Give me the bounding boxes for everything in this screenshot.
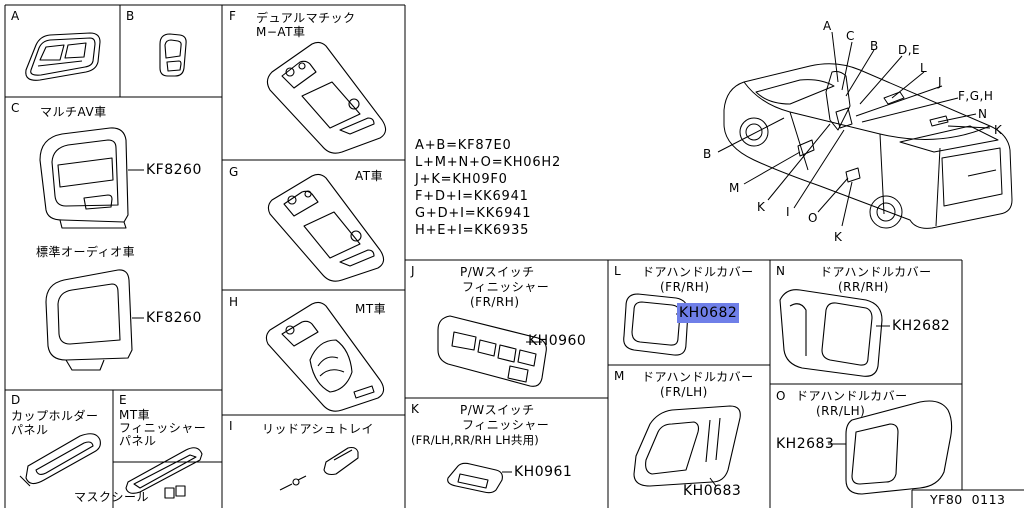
panel-d-title-2: パネル	[11, 423, 49, 437]
set-formula-1: A+B=KF87E0	[415, 138, 512, 153]
panel-letter-o: O	[776, 389, 786, 403]
part-b-small-vent	[159, 33, 187, 77]
set-formula-6: H+E+I=KK6935	[415, 223, 530, 238]
panel-m-title-2: (FR/LH)	[660, 385, 708, 399]
panel-i-title: リッドアシュトレイ	[262, 422, 375, 436]
diagram-reference: YF80 0113	[930, 492, 1006, 507]
car-callout-c: C	[846, 29, 855, 43]
part-i-ashtray-lid	[279, 446, 359, 491]
part-e-mt-finisher	[125, 447, 203, 494]
panel-letter-f: F	[229, 9, 237, 23]
panel-letter-k: K	[411, 402, 420, 416]
car-callout-j: J	[938, 75, 943, 89]
car-callout-k-left: K	[757, 200, 766, 214]
part-l-handle-cover	[623, 293, 689, 356]
panel-h-title: MT車	[355, 302, 387, 316]
car-callout-b-top: B	[870, 39, 879, 53]
car-callout-k-right: K	[994, 123, 1003, 137]
part-code-c1: KF8260	[146, 162, 202, 178]
car-callout-i: I	[786, 205, 791, 219]
panel-g-title: AT車	[355, 169, 384, 183]
set-formula-3: J+K=KH09F0	[415, 172, 508, 187]
panel-k-title-1: P/Wスイッチ	[460, 403, 535, 417]
panel-d-title-1: カップホルダー	[11, 409, 99, 423]
part-h-console	[265, 301, 385, 412]
part-code-k: KH0961	[514, 464, 573, 480]
part-j-pw-finisher	[437, 315, 547, 387]
panel-o-title-1: ドアハンドルカバー	[796, 389, 908, 403]
part-code-j: KH0960	[528, 333, 587, 349]
panel-letter-h: H	[229, 295, 239, 309]
panel-letter-n: N	[776, 264, 786, 278]
panel-m-title-1: ドアハンドルカバー	[642, 370, 754, 384]
car-callout-b-left: B	[703, 147, 712, 161]
panel-letter-j: J	[411, 264, 416, 278]
panel-letter-b: B	[126, 9, 135, 23]
part-o-handle-cover	[845, 400, 953, 495]
part-code-l-highlighted[interactable]: KH0682	[677, 303, 740, 323]
car-callout-m: M	[729, 181, 740, 195]
panel-c-title: マルチAV車	[40, 105, 107, 119]
panel-l-title-1: ドアハンドルカバー	[642, 265, 754, 279]
car-overview	[717, 31, 1013, 229]
panel-f-title-1: デュアルマチック	[256, 11, 356, 25]
car-callout-o: O	[808, 211, 818, 225]
car-callout-k-bottom: K	[834, 230, 843, 244]
panel-c-subtitle: 標準オーディオ車	[36, 245, 136, 259]
set-formula-2: L+M+N+O=KH06H2	[415, 155, 562, 170]
panel-f-title-2: M−AT車	[256, 25, 306, 39]
part-c-audio-bezel	[45, 269, 133, 371]
panel-letter-g: G	[229, 165, 239, 179]
panel-letter-e: E	[119, 393, 128, 407]
panel-n-title-2: (RR/RH)	[838, 280, 889, 294]
part-n-handle-cover	[779, 289, 883, 377]
panel-j-title-3: (FR/RH)	[470, 295, 520, 309]
panel-l-title-2: (FR/RH)	[660, 280, 710, 294]
set-formula-4: F+D+I=KK6941	[415, 189, 529, 204]
mask-seal-label: マスクシール	[74, 490, 150, 504]
panel-e-title-2: フィニッシャー	[119, 421, 207, 435]
part-c-av-bezel	[39, 127, 129, 229]
part-code-o: KH2683	[776, 436, 835, 452]
panel-k-title-2: フィニッシャー	[462, 418, 550, 432]
panel-e-title-3: パネル	[119, 434, 157, 448]
part-m-handle-cover	[633, 405, 741, 487]
part-code-n: KH2682	[892, 318, 951, 334]
panel-n-title-1: ドアハンドルカバー	[820, 265, 932, 279]
panel-letter-i: I	[229, 419, 234, 433]
panel-k-title-3: (FR/LH,RR/RH LH共用)	[411, 433, 539, 447]
panel-letter-a: A	[11, 9, 20, 23]
car-callout-a: A	[823, 19, 832, 33]
panel-letter-l: L	[614, 264, 622, 278]
panel-j-title-2: フィニッシャー	[462, 280, 550, 294]
part-f-console	[266, 41, 387, 154]
panel-e-title-1: MT車	[119, 408, 151, 422]
panel-letter-c: C	[11, 101, 20, 115]
part-d-cupholder-panel	[19, 433, 101, 487]
part-code-m: KH0683	[683, 483, 742, 499]
panel-j-title-1: P/Wスイッチ	[460, 265, 535, 279]
panel-letter-d: D	[11, 393, 21, 407]
set-formula-5: G+D+I=KK6941	[415, 206, 532, 221]
car-callout-de: D,E	[898, 43, 921, 57]
panel-o-title-2: (RR/LH)	[816, 404, 866, 418]
part-a-vent-bezel	[25, 32, 101, 81]
panel-letter-m: M	[614, 369, 625, 383]
car-callout-l: L	[920, 61, 928, 75]
part-k-pw-finisher	[447, 462, 503, 494]
car-callout-n: N	[978, 107, 988, 121]
car-callout-fgh: F,G,H	[958, 89, 994, 103]
part-g-console	[267, 173, 385, 282]
part-code-c2: KF8260	[146, 310, 202, 326]
